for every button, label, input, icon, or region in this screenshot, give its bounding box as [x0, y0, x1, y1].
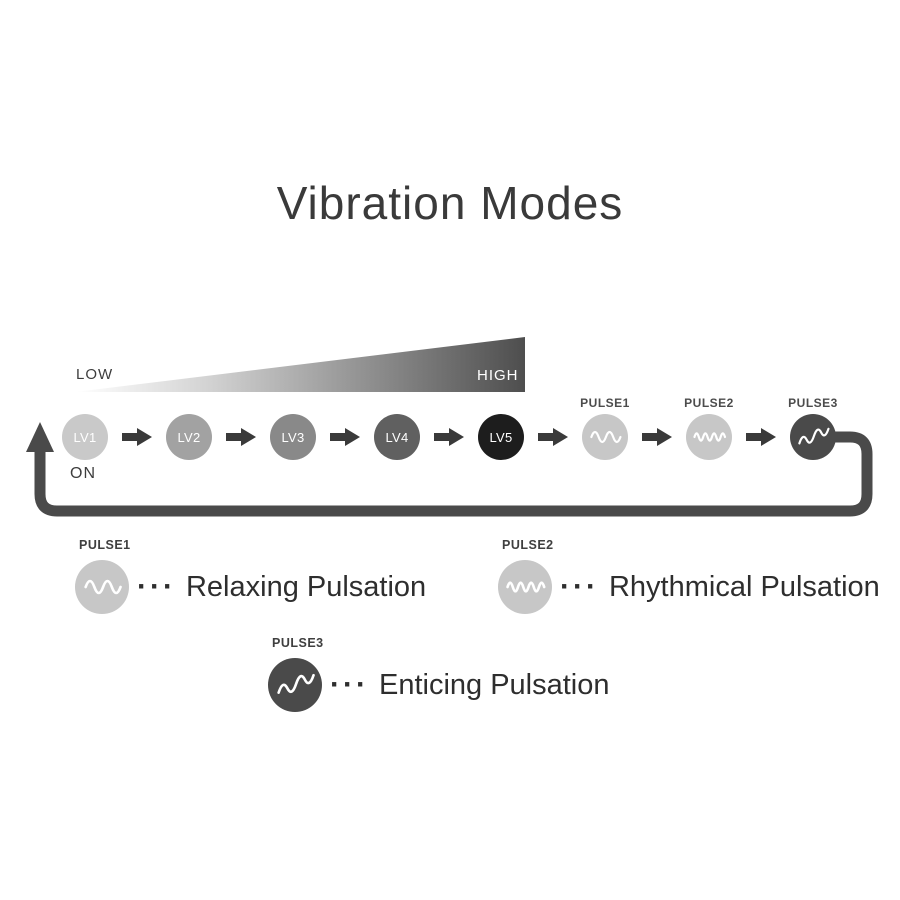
on-label: ON [70, 465, 96, 482]
pulse1-description: Relaxing Pulsation [185, 570, 427, 603]
ellipsis-dots: ··· [137, 570, 176, 603]
ellipsis-dots: ··· [560, 570, 599, 603]
pulse2-circle [686, 414, 732, 460]
pulse3-description: Enticing Pulsation [378, 668, 610, 701]
legend-pulse1-label: PULSE1 [79, 538, 131, 552]
legend-item-pulse2: PULSE2 ··· Rhythmical Pulsation [498, 538, 880, 614]
gentle-sine-wave-icon [75, 560, 129, 614]
high-intensity-label: HIGH [477, 367, 519, 384]
page-title: Vibration Modes [276, 177, 624, 229]
legend-pulse2-label: PULSE2 [502, 538, 554, 552]
tight-sine-wave-icon [693, 432, 727, 442]
rising-wave-icon [798, 427, 830, 445]
arrow-right-icon [538, 428, 568, 446]
pulse3-top-label: PULSE3 [788, 396, 838, 410]
tight-sine-wave-icon [498, 560, 552, 614]
arrow-right-icon [746, 428, 776, 446]
level-label: LV1 [73, 429, 97, 445]
level-label: LV5 [489, 429, 513, 445]
arrow-right-icon [226, 428, 256, 446]
low-intensity-label: LOW [76, 366, 114, 383]
pulse2-description: Rhythmical Pulsation [608, 570, 880, 603]
arrow-right-icon [642, 428, 672, 446]
level-circle-lv5: LV5 [478, 414, 524, 460]
ellipsis-dots: ··· [330, 668, 369, 701]
level-label: LV2 [177, 429, 201, 445]
legend-pulse3-label: PULSE3 [272, 636, 324, 650]
arrow-right-icon [330, 428, 360, 446]
pulse1-circle [582, 414, 628, 460]
pulse2-top-label: PULSE2 [684, 396, 734, 410]
legend-item-pulse3: PULSE3 ··· Enticing Pulsation [268, 636, 610, 712]
level-label: LV3 [281, 429, 305, 445]
level-circle-lv4: LV4 [374, 414, 420, 460]
level-circle-lv1: LV1 [62, 414, 108, 460]
level-circle-lv3: LV3 [270, 414, 316, 460]
gentle-sine-wave-icon [590, 430, 622, 444]
arrow-right-icon [122, 428, 152, 446]
rising-wave-icon [268, 658, 322, 712]
intensity-gradient-wedge [75, 337, 525, 392]
pulse1-top-label: PULSE1 [580, 396, 630, 410]
pulse3-circle [790, 414, 836, 460]
arrow-right-icon [434, 428, 464, 446]
level-circle-lv2: LV2 [166, 414, 212, 460]
level-label: LV4 [385, 429, 409, 445]
legend-item-pulse1: PULSE1 ··· Relaxing Pulsation [75, 538, 426, 614]
